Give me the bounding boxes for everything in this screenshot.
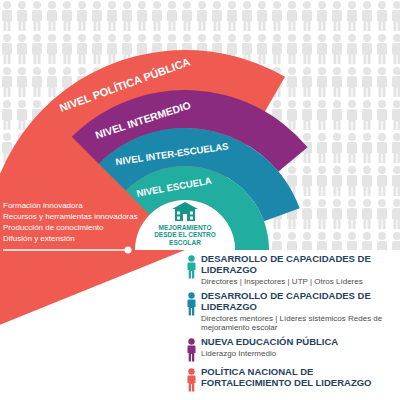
legend-row: POLÍTICA NACIONAL DE FORTALECIMIENTO DEL… xyxy=(186,367,396,392)
legend-subtext: Directores | Inspectores | UTP | Otros L… xyxy=(201,277,396,286)
list-item: Producción de conocimiento xyxy=(3,222,138,233)
legend-text-column: NUEVA EDUCACIÓN PÚBLICALiderazgo Interme… xyxy=(201,337,396,358)
school-window xyxy=(190,217,193,220)
person-head xyxy=(188,292,194,298)
legend-heading: NUEVA EDUCACIÓN PÚBLICA xyxy=(201,337,396,348)
school-window xyxy=(177,212,180,215)
ring-shape xyxy=(135,200,235,250)
person-head xyxy=(188,338,194,344)
person-body xyxy=(188,376,196,392)
school-roof xyxy=(172,202,198,209)
school-window xyxy=(177,217,180,220)
school-icon xyxy=(172,202,198,221)
school-door xyxy=(183,214,187,221)
ring-shape xyxy=(126,166,269,250)
person-icon xyxy=(186,368,197,392)
legend-heading: POLÍTICA NACIONAL DE FORTALECIMIENTO DEL… xyxy=(201,367,396,389)
legend-row: DESARROLLO DE CAPACIDADES DE LIDERAZGODi… xyxy=(186,291,396,332)
school-building xyxy=(175,209,195,221)
legend-heading: DESARROLLO DE CAPACIDADES DE LIDERAZGO xyxy=(201,291,396,313)
center-label: MEJORAMIENTO DESDE EL CENTRO ESCOLAR xyxy=(147,224,223,246)
legend-subtext: Liderazgo Intermedio xyxy=(201,349,396,358)
legend-heading: DESARROLLO DE CAPACIDADES DE LIDERAZGO xyxy=(201,254,396,276)
person-head xyxy=(188,368,194,374)
center-label-holder: MEJORAMIENTO DESDE EL CENTRO ESCOLAR xyxy=(147,224,223,246)
list-item: Difusión y extensión xyxy=(3,233,138,244)
person-icon xyxy=(186,338,197,362)
person-icon xyxy=(186,255,197,279)
school-window xyxy=(190,212,193,215)
leader-line xyxy=(3,249,125,251)
legend-text-column: DESARROLLO DE CAPACIDADES DE LIDERAZGODi… xyxy=(201,254,396,286)
person-body xyxy=(188,346,196,362)
legend-row: DESARROLLO DE CAPACIDADES DE LIDERAZGODi… xyxy=(186,254,396,286)
legend-text-column: POLÍTICA NACIONAL DE FORTALECIMIENTO DEL… xyxy=(201,367,396,389)
legend-row: NUEVA EDUCACIÓN PÚBLICALiderazgo Interme… xyxy=(186,337,396,362)
legend-subtext: Directores mentores | Líderes sistémicos… xyxy=(201,314,396,332)
feature-list: Formación innovadoraRecursos y herramien… xyxy=(3,200,138,244)
person-body xyxy=(188,262,196,278)
person-icon xyxy=(186,292,197,316)
list-item: Recursos y herramientas innovadoras xyxy=(3,211,138,222)
leader-dot xyxy=(125,247,132,254)
legend: DESARROLLO DE CAPACIDADES DE LIDERAZGODi… xyxy=(186,254,396,397)
person-body xyxy=(188,299,196,315)
list-item: Formación innovadora xyxy=(3,200,138,211)
legend-text-column: DESARROLLO DE CAPACIDADES DE LIDERAZGODi… xyxy=(201,291,396,332)
person-head xyxy=(188,255,194,261)
